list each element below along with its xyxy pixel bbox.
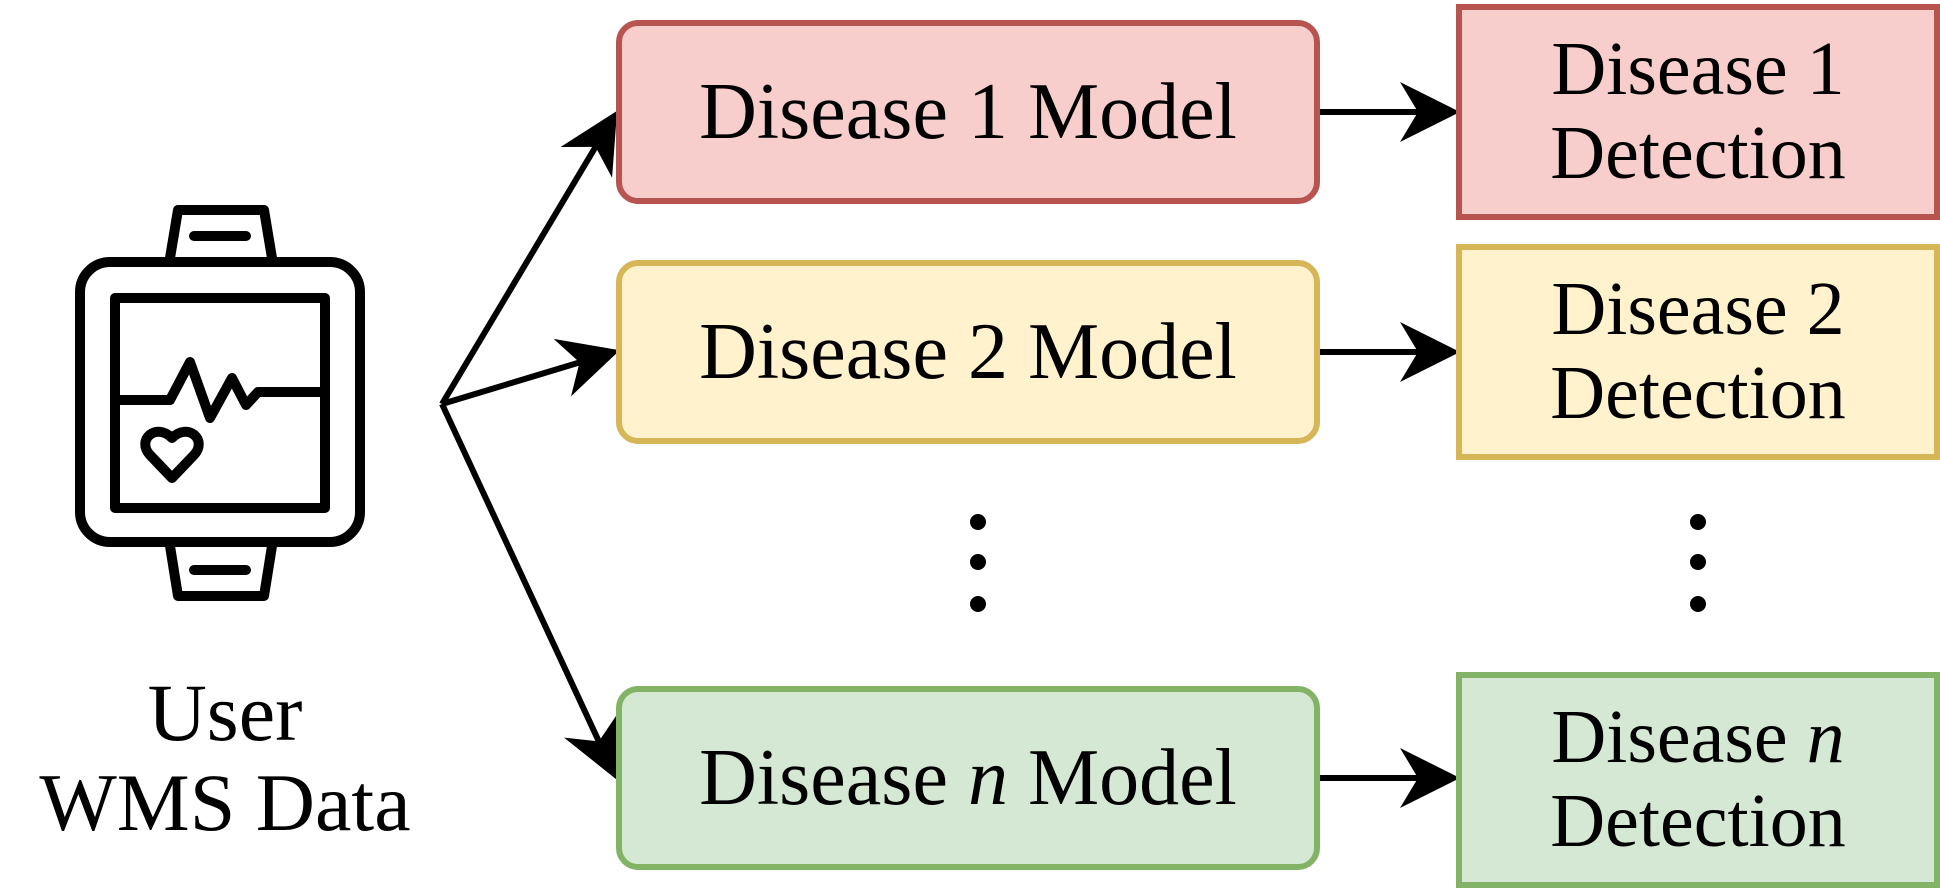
disease-1-detection-prefix: Disease: [1551, 27, 1807, 112]
user-wms-data-label: User WMS Data: [0, 667, 450, 849]
arrow-to-model-n: [439, 402, 619, 780]
disease-1-detection-line2: Detection: [1550, 111, 1846, 195]
disease-1-detection-var: 1: [1806, 27, 1845, 112]
disease-n-detection-var: n: [1806, 695, 1845, 780]
disease-2-model-box: Disease 2 Model: [616, 260, 1320, 444]
user-label-line1: User: [147, 667, 303, 758]
ellipsis-dot: [970, 514, 986, 530]
disease-n-model-prefix: Disease: [699, 733, 968, 822]
ellipsis-dot: [970, 596, 986, 612]
ellipsis-dot: [1690, 554, 1706, 570]
disease-n-detection-line2: Detection: [1550, 779, 1846, 863]
disease-1-model-var: 1: [967, 67, 1008, 156]
disease-2-detection-var: 2: [1806, 267, 1845, 352]
ellipsis-dot: [1690, 514, 1706, 530]
disease-2-detection-line2: Detection: [1550, 351, 1846, 435]
disease-1-detection-line1: Disease 1: [1550, 28, 1845, 112]
disease-n-detection-line1: Disease n: [1550, 696, 1845, 780]
disease-n-model-var: n: [967, 733, 1008, 822]
disease-n-detection-box: Disease n Detection: [1456, 672, 1940, 888]
ellipsis-dot: [970, 554, 986, 570]
arrow-to-model-1: [439, 110, 618, 406]
disease-2-detection-line1: Disease 2: [1550, 268, 1845, 352]
disease-2-model-prefix: Disease: [699, 307, 968, 396]
disease-n-detection-prefix: Disease: [1551, 695, 1807, 780]
disease-2-model-var: 2: [967, 307, 1008, 396]
arrow-to-model-2: [441, 338, 620, 407]
user-label-line2: WMS Data: [39, 757, 411, 849]
fanout-arrows: [439, 110, 620, 780]
detection-arrows: [1320, 82, 1460, 808]
disease-1-model-prefix: Disease: [699, 67, 968, 156]
disease-2-detection-box: Disease 2 Detection: [1456, 244, 1940, 460]
smartwatch-heart-icon: [75, 205, 365, 601]
disease-2-detection-prefix: Disease: [1551, 267, 1807, 352]
disease-1-model-box: Disease 1 Model: [616, 20, 1320, 204]
disease-n-model-box: Disease n Model: [616, 686, 1320, 870]
disease-2-model-suffix: Model: [1007, 307, 1237, 396]
disease-1-model-suffix: Model: [1007, 67, 1237, 156]
disease-1-detection-box: Disease 1 Detection: [1456, 4, 1940, 220]
disease-n-model-suffix: Model: [1007, 733, 1237, 822]
ellipsis-dot: [1690, 596, 1706, 612]
